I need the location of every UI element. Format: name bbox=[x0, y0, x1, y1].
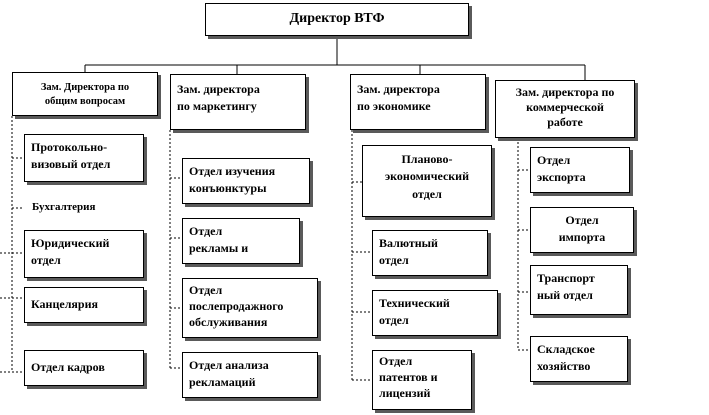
dept-after-sales: Отдел послепродажного обслуживания bbox=[182, 278, 318, 338]
dept-warehouse: Складское хозяйство bbox=[530, 336, 628, 382]
dept-label: Протокольно- визовый отдел bbox=[31, 140, 111, 172]
deputy-label: Зам. директора по маркетингу bbox=[177, 82, 260, 114]
deputy-commerce-box: Зам. директора по коммерческой работе bbox=[495, 80, 635, 138]
dept-label: Отдел послепродажного обслуживания bbox=[189, 283, 284, 330]
dept-label: Транспорт ный отдел bbox=[537, 271, 595, 303]
dept-label: Отдел рекламы и bbox=[189, 224, 249, 256]
dept-label: Планово- экономический отдел bbox=[384, 152, 470, 201]
dept-label: Складское хозяйство bbox=[537, 342, 595, 374]
dept-label: Валютный отдел bbox=[379, 236, 438, 268]
dept-legal: Юридический отдел bbox=[24, 230, 144, 278]
deputy-label: Зам. директора по коммерческой работе bbox=[515, 85, 615, 129]
dept-label: Технический отдел bbox=[379, 296, 450, 328]
dept-label: Бухгалтерия bbox=[32, 201, 96, 213]
dept-protocol-visa: Протокольно- визовый отдел bbox=[24, 134, 144, 182]
deputy-label: Зам. директора по экономике bbox=[357, 82, 440, 114]
dept-label: Отдел изучения конъюнктуры bbox=[189, 164, 276, 196]
dept-claims-analysis: Отдел анализа рекламаций bbox=[182, 352, 318, 398]
dept-market-research: Отдел изучения конъюнктуры bbox=[182, 158, 310, 204]
deputy-label: Зам. Директора по общим вопросам bbox=[40, 82, 130, 107]
dept-hr: Отдел кадров bbox=[24, 350, 144, 386]
dept-patents-licenses: Отдел патентов и лицензий bbox=[372, 350, 472, 410]
dept-transport: Транспорт ный отдел bbox=[530, 265, 628, 315]
dept-import: Отдел импорта bbox=[530, 207, 634, 253]
dept-label: Отдел патентов и лицензий bbox=[379, 354, 438, 401]
dept-advertising: Отдел рекламы и bbox=[182, 218, 300, 264]
dept-label: Отдел экспорта bbox=[537, 153, 586, 185]
dept-technical: Технический отдел bbox=[372, 290, 498, 336]
dept-export: Отдел экспорта bbox=[530, 147, 630, 193]
dept-label: Отдел анализа рекламаций bbox=[189, 358, 269, 390]
dept-label: Канцелярия bbox=[31, 297, 99, 311]
deputy-economics-box: Зам. директора по экономике bbox=[350, 74, 486, 130]
deputy-general-affairs-box: Зам. Директора по общим вопросам bbox=[12, 72, 158, 116]
dept-currency: Валютный отдел bbox=[372, 230, 488, 276]
dept-accounting: Бухгалтерия bbox=[28, 198, 148, 220]
dept-planning-economics: Планово- экономический отдел bbox=[362, 145, 492, 217]
deputy-marketing-box: Зам. директора по маркетингу bbox=[170, 74, 306, 130]
director-label: Директор ВТФ bbox=[289, 11, 385, 26]
dept-label: Юридический отдел bbox=[31, 236, 110, 268]
director-box: Директор ВТФ bbox=[205, 3, 469, 36]
dept-chancellery: Канцелярия bbox=[24, 287, 144, 323]
dept-label: Отдел кадров bbox=[31, 360, 105, 374]
dept-label: Отдел импорта bbox=[558, 213, 606, 245]
